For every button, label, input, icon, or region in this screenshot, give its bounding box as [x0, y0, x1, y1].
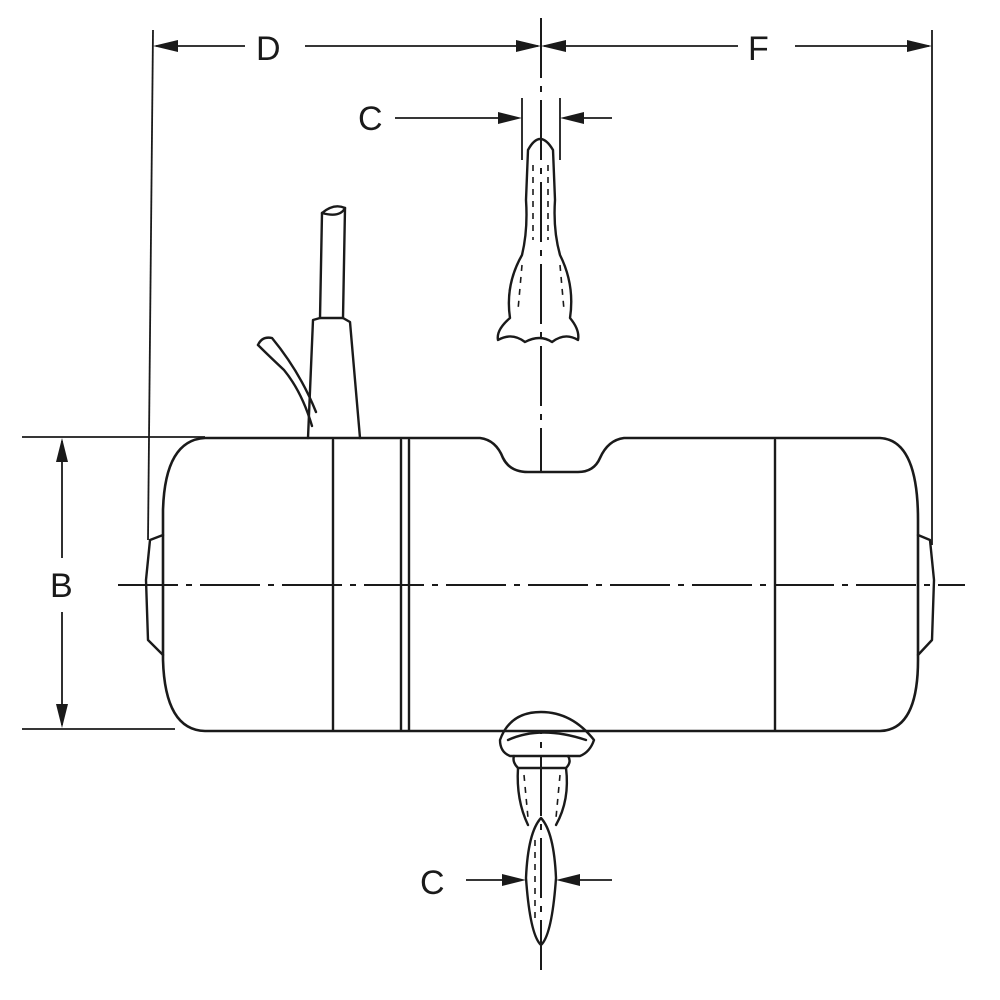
dimension-d: D — [153, 30, 541, 68]
extension-lines — [22, 29, 933, 730]
dimension-f-label: F — [748, 30, 769, 68]
dimension-b-label: B — [50, 567, 73, 605]
dimension-c-bottom-label: C — [420, 864, 445, 902]
dimension-f: F — [541, 30, 932, 68]
dimension-d-label: D — [256, 30, 281, 68]
dimension-b: B — [50, 438, 73, 728]
dimension-c-bottom: C — [420, 864, 612, 902]
dimension-c-top-label: C — [358, 100, 383, 138]
control-cable — [256, 205, 362, 440]
dimension-c-top: C — [358, 100, 612, 138]
bottom-hook — [498, 710, 596, 947]
top-hook — [496, 137, 580, 344]
